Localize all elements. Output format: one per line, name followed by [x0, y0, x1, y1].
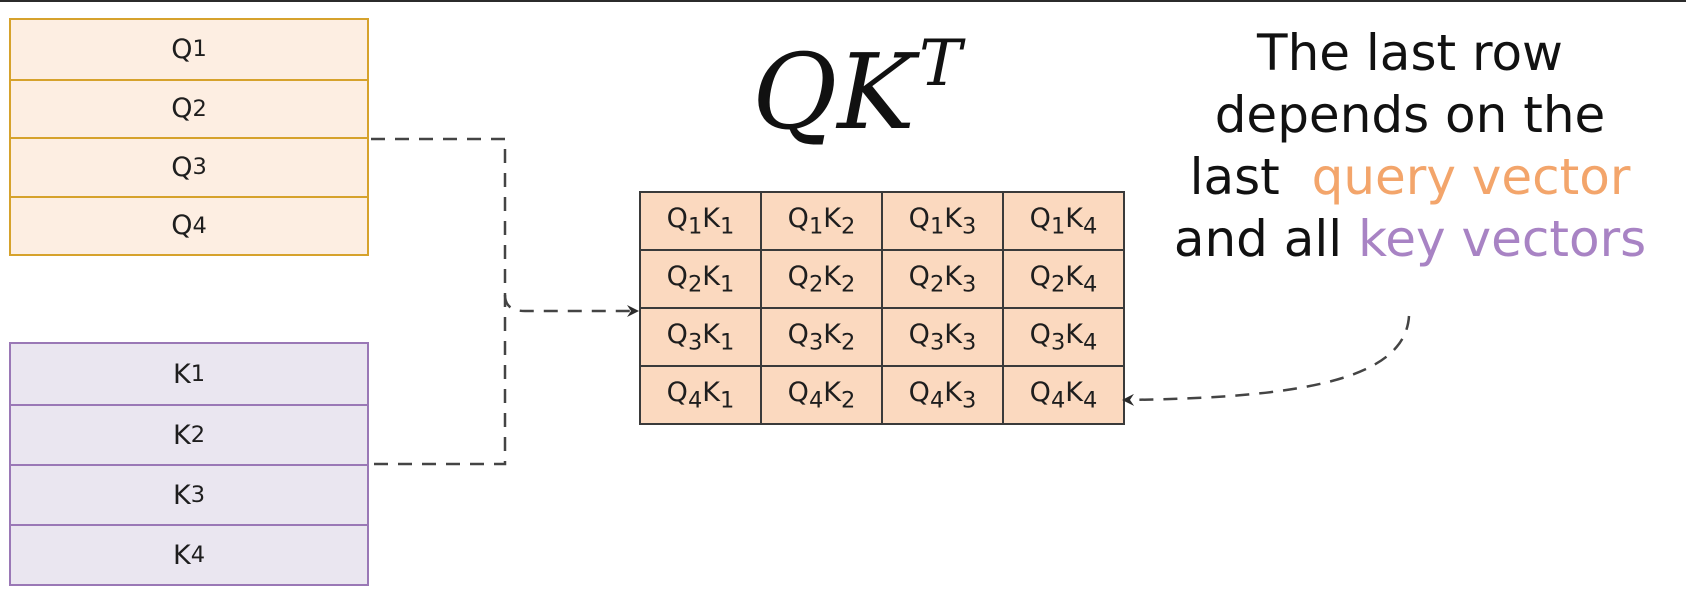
query-connector-line — [371, 137, 507, 466]
matrix-cell: Q4K4 — [1002, 365, 1125, 425]
attention-score-matrix: Q1K1 Q1K2 Q1K3 Q1K4 Q2K1 Q2K2 Q2K3 Q2K4 … — [639, 191, 1125, 425]
matrix-cell: Q3K4 — [1002, 307, 1125, 367]
formula-base: QK — [752, 31, 915, 153]
matrix-cell: Q1K1 — [639, 191, 762, 251]
annotation-line: The last row — [1257, 24, 1563, 82]
matrix-row: Q4K1 Q4K2 Q4K3 Q4K4 — [639, 365, 1125, 425]
annotation-text: The last row depends on the last query v… — [1140, 22, 1680, 270]
matrix-row: Q2K1 Q2K2 Q2K3 Q2K4 — [639, 249, 1125, 309]
top-border-line — [0, 0, 1686, 2]
formula-exponent: T — [918, 27, 962, 101]
annotation-line: depends on the — [1214, 86, 1606, 144]
annotation-arrow — [1122, 315, 1411, 406]
matrix-cell: Q4K3 — [881, 365, 1004, 425]
matrix-cell: Q1K4 — [1002, 191, 1125, 251]
matrix-cell: Q3K3 — [881, 307, 1004, 367]
matrix-cell: Q3K2 — [760, 307, 883, 367]
matrix-row: Q3K1 Q3K2 Q3K3 Q3K4 — [639, 307, 1125, 367]
matrix-cell: Q2K3 — [881, 249, 1004, 309]
matrix-row: Q1K1 Q1K2 Q1K3 Q1K4 — [639, 191, 1125, 251]
matrix-cell: Q2K4 — [1002, 249, 1125, 309]
annotation-line: and all key vectors — [1140, 208, 1680, 270]
matrix-cell: Q2K2 — [760, 249, 883, 309]
matrix-cell: Q4K2 — [760, 365, 883, 425]
annotation-line: last query vector — [1140, 146, 1680, 208]
annotation-prefix: last — [1189, 148, 1280, 206]
annotation-prefix: and all — [1173, 210, 1343, 268]
query-vector-highlight: query vector — [1311, 148, 1631, 206]
matrix-cell: Q2K1 — [639, 249, 762, 309]
matrix-cell: Q4K1 — [639, 365, 762, 425]
matrix-cell: Q1K2 — [760, 191, 883, 251]
matrix-input-arrow — [503, 294, 639, 317]
key-vectors-highlight: key vectors — [1358, 210, 1647, 268]
matrix-cell: Q1K3 — [881, 191, 1004, 251]
matrix-cell: Q3K1 — [639, 307, 762, 367]
formula-qk-transpose: QKT — [752, 32, 962, 144]
